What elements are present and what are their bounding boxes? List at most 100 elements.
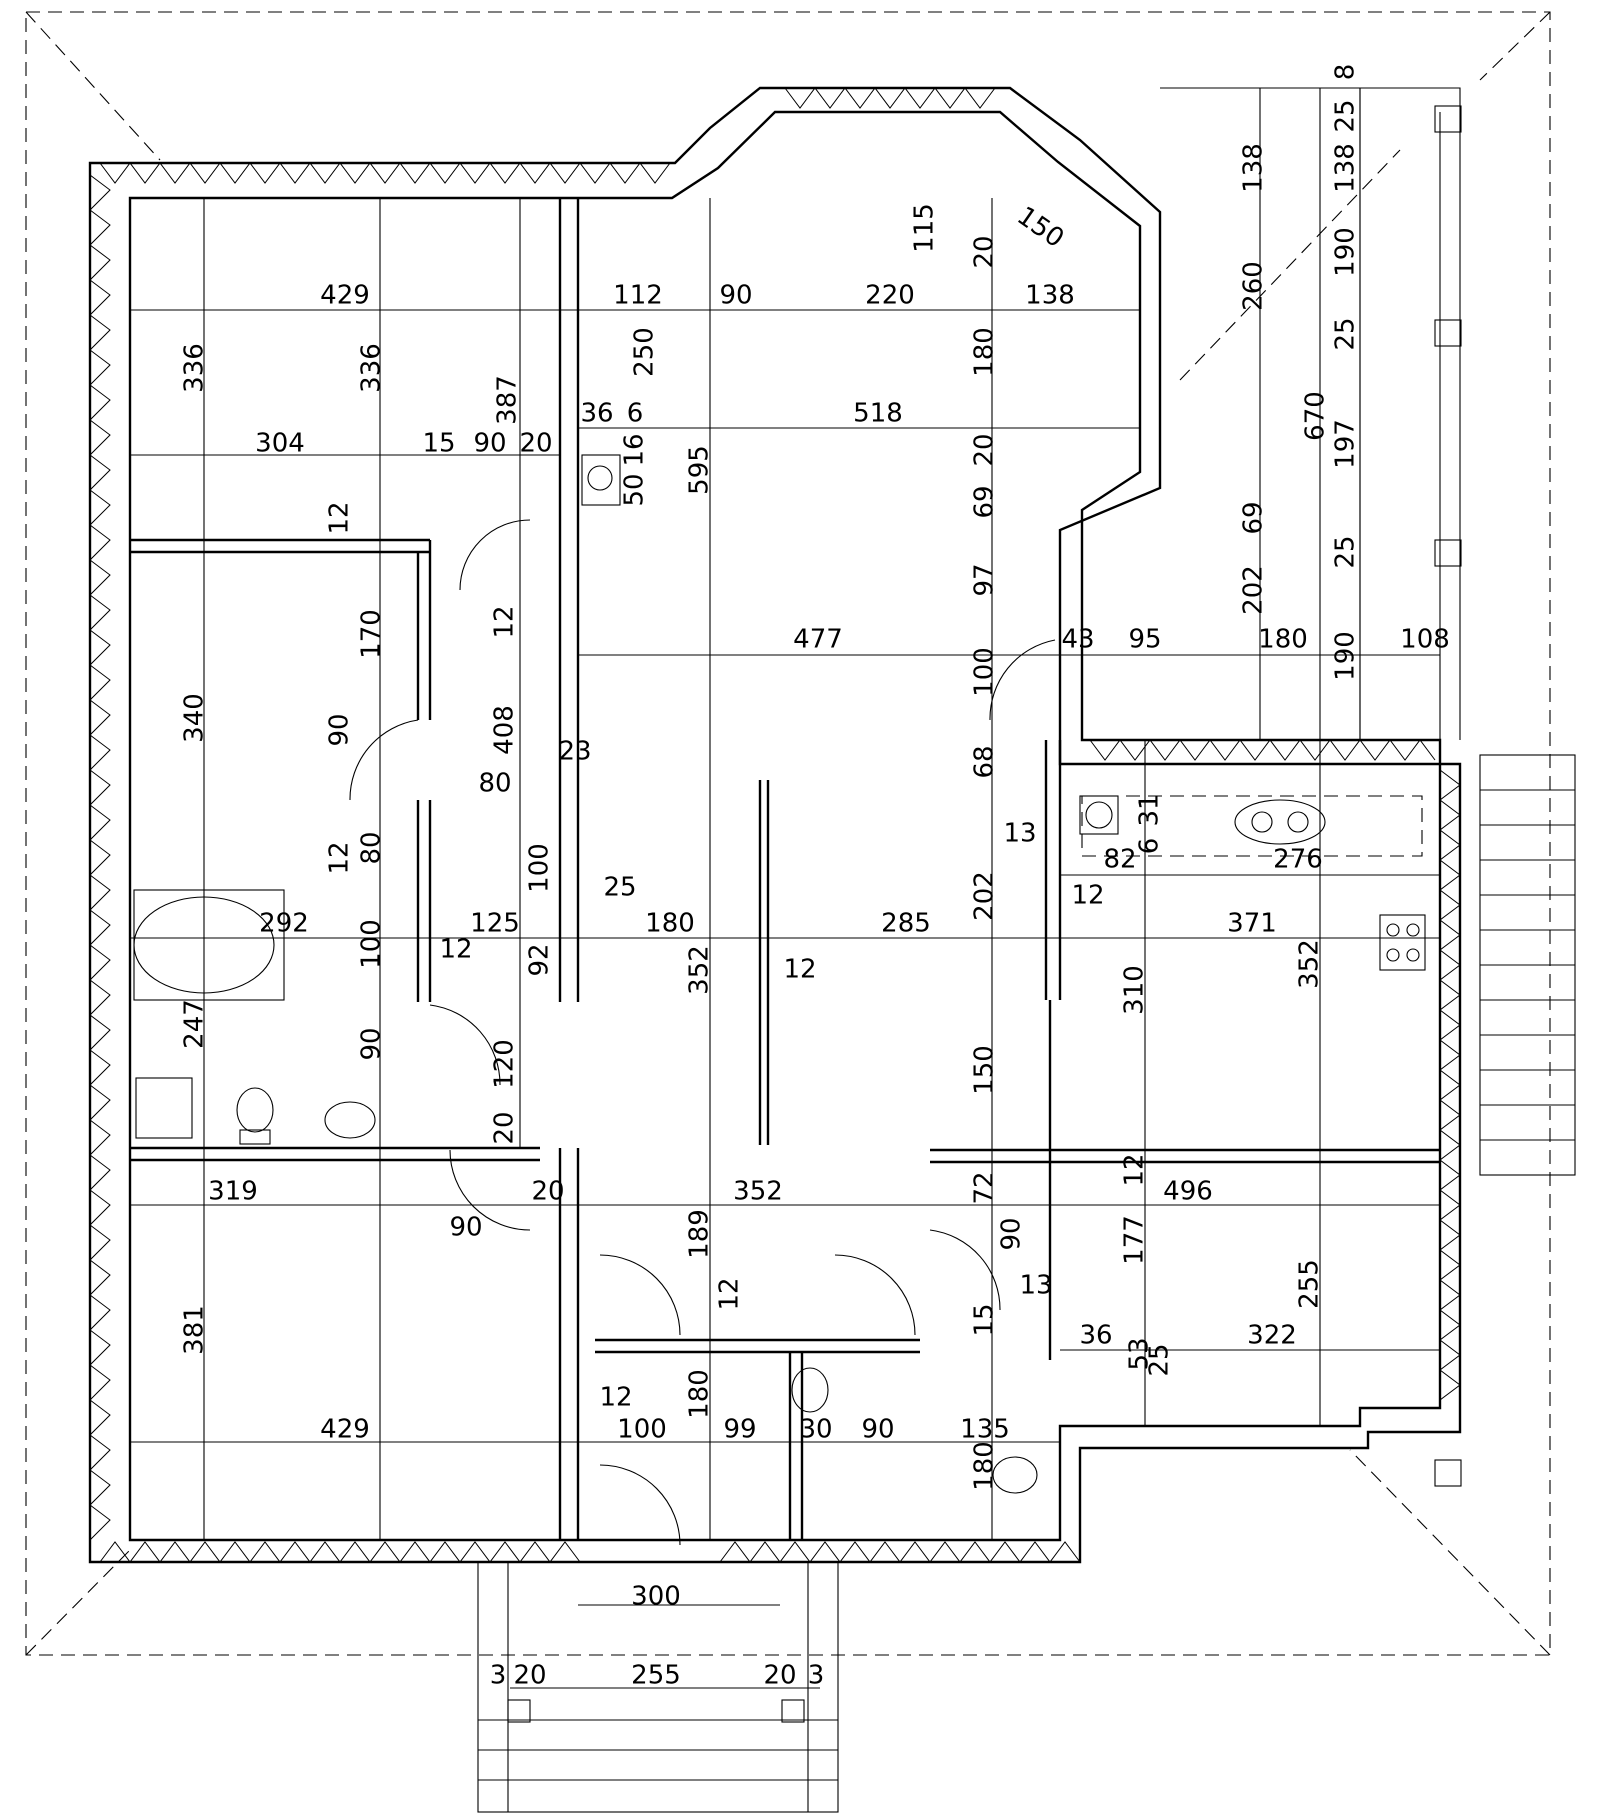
dimension-label: 285 xyxy=(881,909,931,939)
dimension-label: 12 xyxy=(325,841,355,874)
dimension-label: 120 xyxy=(490,1039,520,1089)
dimension-label: 8 xyxy=(1331,64,1361,81)
dimension-label: 381 xyxy=(180,1305,210,1355)
dimension-label: 255 xyxy=(1295,1259,1325,1309)
dimension-label: 387 xyxy=(493,375,523,425)
dimension-label: 13 xyxy=(1003,819,1036,849)
dimension-label: 180 xyxy=(970,1441,1000,1491)
dimension-label: 190 xyxy=(1331,631,1361,681)
dimension-label: 292 xyxy=(259,909,309,939)
columns xyxy=(507,105,1462,1723)
dimension-label: 477 xyxy=(793,625,843,655)
dimension-labels: 429 112 90 220 138 150 115 20 336 336 3 8 72 50 180 36 6… xyxy=(180,64,1450,1691)
dimension-label: 100 xyxy=(970,647,1000,697)
dimension-label: 276 xyxy=(1273,845,1323,875)
porch-steps xyxy=(477,1561,839,1813)
dimension-label: 518 xyxy=(853,399,903,429)
fireplace xyxy=(1079,795,1119,835)
dimension-label: 352 xyxy=(1295,939,1325,989)
dimension-label: 371 xyxy=(1227,909,1277,939)
dimension-label: 352 xyxy=(733,1177,783,1207)
bathtub xyxy=(133,889,285,1001)
dimension-label: 90 xyxy=(449,1213,482,1243)
dimension-label: 12 xyxy=(599,1383,632,1413)
dimension-label: 20 xyxy=(531,1177,564,1207)
dimension-label: 319 xyxy=(208,1177,258,1207)
dimension-label: 36 xyxy=(1079,1321,1112,1351)
dimension-label: 3 xyxy=(808,1661,825,1691)
dimension-label: 12 xyxy=(1071,881,1104,911)
dimension-label: 150 xyxy=(1011,201,1069,254)
dimension-label: 197 xyxy=(1331,419,1361,469)
roof-outline xyxy=(25,11,1551,1656)
kitchen-sink xyxy=(1234,799,1326,845)
dimension-label: 310 xyxy=(1120,965,1150,1015)
terrace-outline xyxy=(1160,87,1461,740)
dimension-label: 15 xyxy=(422,429,455,459)
toilet-wc xyxy=(992,1456,1038,1494)
kitchen-stove xyxy=(1379,914,1426,971)
dimension-label: 16 xyxy=(620,433,650,466)
dimension-label: 202 xyxy=(1239,565,1269,615)
dimension-label: 202 xyxy=(970,871,1000,921)
shower-tray xyxy=(135,1077,193,1139)
dimension-label: 20 xyxy=(519,429,552,459)
dimension-label: 112 xyxy=(613,281,663,311)
dimension-label: 180 xyxy=(685,1369,715,1419)
dimension-label: 12 xyxy=(783,955,816,985)
dimension-label: 36 xyxy=(580,399,613,429)
toilet-bathroom xyxy=(236,1087,274,1145)
washbasin-bathroom xyxy=(324,1101,376,1139)
dimension-label: 25 xyxy=(603,873,636,903)
dimension-label: 260 xyxy=(1239,261,1269,311)
outdoor-stairs xyxy=(1479,754,1576,1176)
dimension-label: 23 xyxy=(558,737,591,767)
dimension-label: 322 xyxy=(1247,1321,1297,1351)
dimension-label: 25 xyxy=(1331,535,1361,568)
dimension-label: 99 xyxy=(723,1415,756,1445)
dimension-label: 12 xyxy=(325,501,355,534)
dimension-label: 6 xyxy=(1135,838,1165,855)
dimension-label: 429 xyxy=(320,1415,370,1445)
dimension-label: 255 xyxy=(631,1661,681,1691)
dimension-label: 336 xyxy=(357,343,387,393)
dimension-label: 90 xyxy=(357,1027,387,1060)
dimension-label: 90 xyxy=(861,1415,894,1445)
dimension-label: 180 xyxy=(1258,625,1308,655)
dimension-label: 43 xyxy=(1061,625,1094,655)
dimension-label: 177 xyxy=(1120,1215,1150,1265)
dimension-label: 336 xyxy=(180,343,210,393)
washbasin-wc xyxy=(791,1367,829,1413)
dimension-label: 95 xyxy=(1128,625,1161,655)
dimension-label: 30 xyxy=(799,1415,832,1445)
dimension-label: 100 xyxy=(525,843,555,893)
dimension-label: 20 xyxy=(970,235,1000,268)
dimension-label: 115 xyxy=(910,203,940,253)
dimension-label: 25 xyxy=(1145,1343,1175,1376)
dimension-label: 12 xyxy=(1120,1153,1150,1186)
dimension-label: 72 xyxy=(970,1171,1000,1204)
dimension-label: 138 xyxy=(1025,281,1075,311)
dimension-label: 82 xyxy=(1103,845,1136,875)
dimension-label: 20 xyxy=(513,1661,546,1691)
dimension-label: 190 xyxy=(1331,227,1361,277)
dimension-label: 12 xyxy=(490,605,520,638)
dimension-label: 13 xyxy=(1019,1271,1052,1301)
dimension-label: 180 xyxy=(970,327,1000,377)
dimension-label: 53 xyxy=(1125,1337,1155,1370)
dimension-label: 90 xyxy=(473,429,506,459)
dimension-label: 6 xyxy=(627,399,644,429)
dimension-label: 180 xyxy=(645,909,695,939)
exterior-walls xyxy=(88,86,1462,1564)
dimension-label: 220 xyxy=(865,281,915,311)
dimension-label: 135 xyxy=(960,1415,1010,1445)
dimension-label: 68 xyxy=(970,745,1000,778)
dimension-label: 20 xyxy=(763,1661,796,1691)
dimension-label: 90 xyxy=(325,713,355,746)
dimension-label: 189 xyxy=(685,1209,715,1259)
dimension-label: 108 xyxy=(1400,625,1450,655)
dimension-label: 138 xyxy=(1331,143,1361,193)
dimension-label: 50 xyxy=(620,473,650,506)
dimension-label: 12 xyxy=(715,1277,745,1310)
dimension-label: 20 xyxy=(490,1111,520,1144)
